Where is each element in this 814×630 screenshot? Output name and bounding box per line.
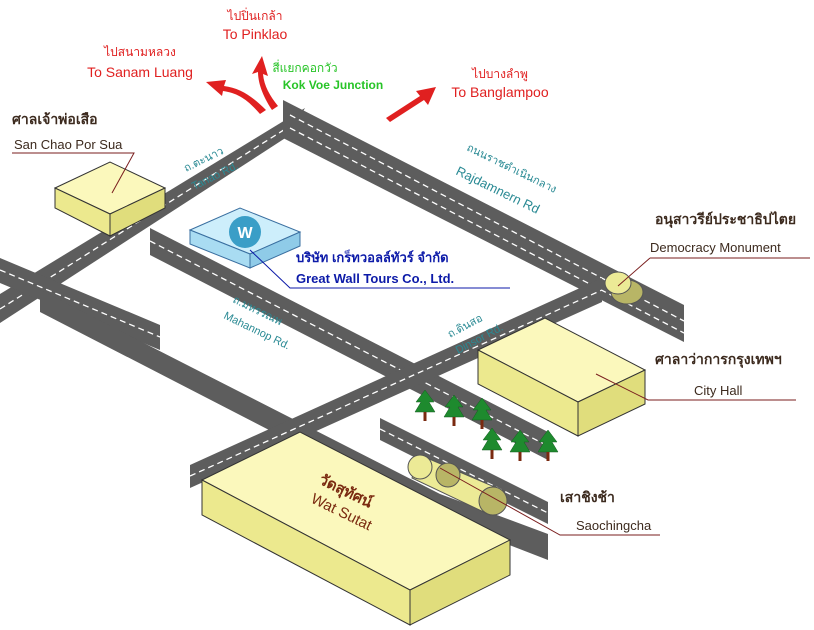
banglampoo-label-en: To Banglampoo [451, 84, 549, 100]
company-building: W [188, 207, 302, 269]
banglampoo-label-th: ไปบางลำพู [471, 67, 528, 82]
svg-text:W: W [237, 225, 253, 242]
company-name-th: บริษัท เกร็ทวอลล์ทัวร์ จำกัด [296, 248, 449, 265]
democracy-leader [617, 257, 651, 287]
shrine-leader [12, 152, 135, 194]
giant-swing-icon [407, 454, 508, 516]
democracy-label-en: Democracy Monument [650, 240, 781, 255]
cityhall-label-en: City Hall [694, 383, 743, 398]
tree-icon [509, 429, 531, 461]
tree-icon [414, 389, 436, 421]
arrow-banglampoo-icon [386, 87, 436, 122]
tree-icon [537, 429, 559, 461]
tree-icon [471, 397, 493, 429]
arrow-sanam-luang-icon [206, 80, 266, 114]
company-leader [249, 249, 510, 289]
company-logo-icon [229, 216, 261, 248]
junction-label-th: สี่แยกคอกวัว [272, 59, 337, 75]
shrine-label-th: ศาลเจ้าพ่อเสือ [12, 111, 98, 127]
pinklao-label-th: ไปปิ่นเกล้า [227, 7, 283, 23]
swing-leader [439, 467, 660, 536]
rajdamnern-road [283, 100, 684, 342]
cityhall-label-th: ศาลาว่าการกรุงเทพฯ [655, 351, 782, 368]
tanao-road [0, 108, 305, 323]
watsutat-block [200, 431, 512, 626]
sanam-label-en: To Sanam Luang [87, 64, 193, 80]
tree-icon [481, 427, 503, 459]
tree-icon [443, 394, 465, 426]
shrine-block [53, 161, 167, 237]
cityhall-block [476, 317, 647, 437]
democracy-label-th: อนุสาวรีย์ประชาธิปไตย [655, 210, 796, 228]
swing-label-en: Saochingcha [576, 518, 652, 533]
shrine-label-en: San Chao Por Sua [14, 137, 123, 152]
swing-label-th: เสาชิงช้า [560, 489, 615, 505]
junction-label-en: Kok Voe Junction [283, 78, 383, 92]
democracy-monument-icon [604, 271, 644, 305]
pinklao-label-en: To Pinklao [223, 26, 288, 42]
left-cross-road [0, 258, 160, 350]
arrow-pinklao-icon [252, 56, 278, 110]
trees [414, 389, 559, 461]
company-name-en: Great Wall Tours Co., Ltd. [296, 271, 454, 286]
cityhall-leader [595, 373, 796, 401]
sanam-label-th: ไปสนามหลวง [103, 45, 176, 59]
